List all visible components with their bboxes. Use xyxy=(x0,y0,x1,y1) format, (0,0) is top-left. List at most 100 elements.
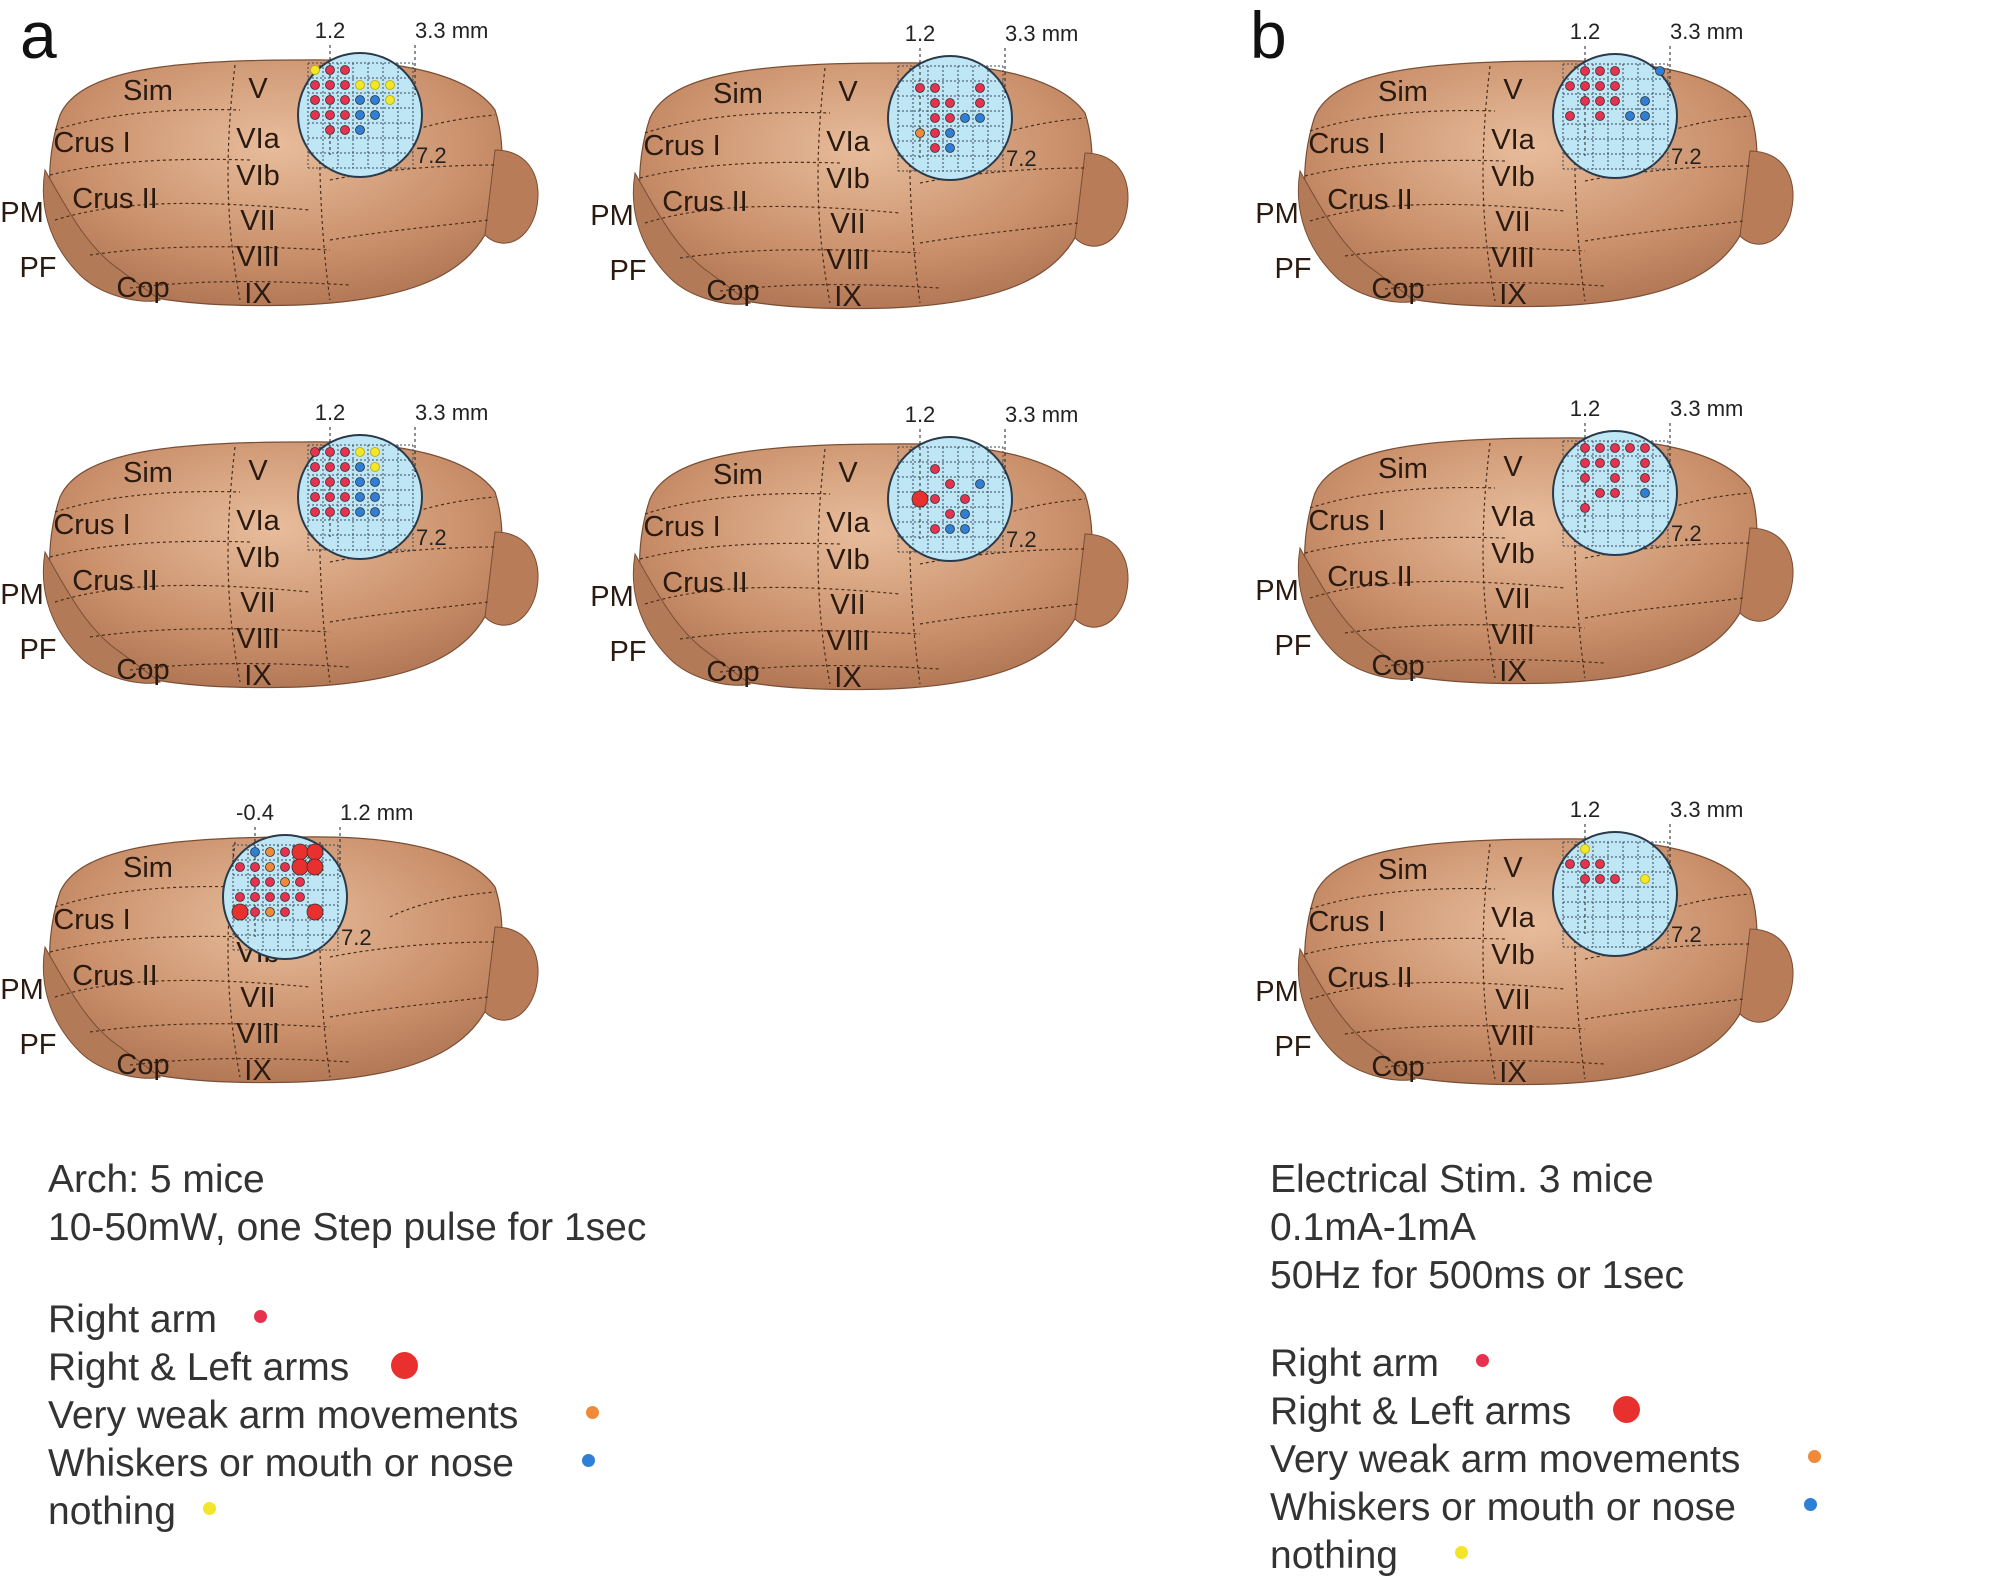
lobule-border xyxy=(389,114,496,141)
region-label-v: V xyxy=(838,457,858,489)
region-label-ix: IX xyxy=(244,278,271,310)
region-label-crus2: Crus II xyxy=(1327,561,1412,593)
legend-label: nothing xyxy=(1270,1533,1398,1577)
stim-dot-right xyxy=(325,462,335,472)
stim-dot-none xyxy=(355,80,365,90)
paraflocculus-shape xyxy=(632,171,752,305)
lobule-border xyxy=(1584,597,1744,619)
legend-b: Right arm Right & Left arms Very weak ar… xyxy=(1270,1340,1821,1580)
conditions-a: Arch: 5 mice 10-50mW, one Step pulse for… xyxy=(48,1156,646,1252)
region-label-sim: Sim xyxy=(1378,453,1428,485)
stim-dot-right xyxy=(250,907,260,917)
stim-dot-right xyxy=(1580,81,1590,91)
stim-dot-none xyxy=(1580,844,1590,854)
region-label-ix: IX xyxy=(1499,279,1526,311)
stim-dot-whisk xyxy=(370,110,380,120)
lobule-border xyxy=(1304,159,1506,177)
region-label-sim: Sim xyxy=(1378,76,1428,108)
tick-label-side: 7.2 xyxy=(1671,521,1702,546)
stim-dot-right xyxy=(1610,473,1620,483)
region-label-crus1: Crus I xyxy=(53,127,130,159)
stim-dot-whisk xyxy=(355,492,365,502)
region-label-vib: VIb xyxy=(1491,538,1535,570)
lobule-border xyxy=(919,222,1079,244)
legend-label: Right arm xyxy=(1270,1341,1440,1385)
tick-label-left: 1.2 xyxy=(1570,396,1601,421)
stim-dot-right xyxy=(1565,111,1575,121)
lobule-border xyxy=(389,496,496,523)
region-label-pf: PF xyxy=(1274,253,1311,285)
stim-dot-right xyxy=(325,65,335,75)
paraflocculus-shape xyxy=(1297,546,1417,680)
stim-dot-right xyxy=(1640,458,1650,468)
region-label-v: V xyxy=(1503,852,1523,884)
stim-dot-right xyxy=(265,877,275,887)
legend-label: nothing xyxy=(48,1489,176,1533)
stim-dot-right xyxy=(325,507,335,517)
region-label-viii: VIII xyxy=(826,244,870,276)
stim-dot-right xyxy=(945,113,955,123)
panel-label-a: a xyxy=(20,0,57,72)
lobule-border xyxy=(54,885,241,908)
stim-dot-right xyxy=(1610,66,1620,76)
lobule-border xyxy=(227,446,241,683)
lobule-border xyxy=(1344,624,1586,634)
legend-label: Very weak arm movements xyxy=(1270,1437,1741,1481)
stim-dot-right xyxy=(280,862,290,872)
stim-dot-right xyxy=(235,862,245,872)
region-label-cop: Cop xyxy=(116,654,169,686)
condition-line: 50Hz for 500ms or 1sec xyxy=(1270,1254,1685,1297)
stim-dot-right xyxy=(340,492,350,502)
stim-dot-weak xyxy=(265,847,275,857)
imaging-window xyxy=(1552,831,1678,957)
stim-dot-whisk xyxy=(355,95,365,105)
region-label-crus1: Crus I xyxy=(53,904,130,936)
stim-dot-whisk xyxy=(370,507,380,517)
stim-dot-whisk xyxy=(945,143,955,153)
region-label-crus1: Crus I xyxy=(1308,906,1385,938)
flocculus-shape xyxy=(1739,150,1794,245)
stim-dot-right xyxy=(295,877,305,887)
lobule-border xyxy=(129,1057,351,1066)
tick-label-left: 1.2 xyxy=(315,400,346,425)
stim-dot-weak xyxy=(265,907,275,917)
region-label-v: V xyxy=(1503,74,1523,106)
stim-dot-right xyxy=(325,125,335,135)
stim-dot-whisk xyxy=(355,125,365,135)
condition-line: 10-50mW, one Step pulse for 1sec xyxy=(48,1206,647,1249)
right-arm-dot xyxy=(254,1310,267,1323)
tick-label-left: 1.2 xyxy=(315,18,346,43)
stim-dot-right xyxy=(930,524,940,534)
stim-dot-whisk xyxy=(1640,111,1650,121)
lobule-border xyxy=(129,280,351,289)
lobule-border xyxy=(1309,203,1566,222)
stim-dot-both xyxy=(306,903,324,921)
lobule-border xyxy=(639,542,841,560)
stim-dot-whisk xyxy=(370,95,380,105)
stim-dot-whisk xyxy=(945,128,955,138)
tick-label-side: 7.2 xyxy=(1006,527,1037,552)
region-label-vii: VII xyxy=(830,589,865,621)
tick-label-left: 1.2 xyxy=(905,21,936,46)
stim-dot-right xyxy=(930,494,940,504)
tick-label-right: 3.3 mm xyxy=(415,400,488,425)
region-label-via: VIa xyxy=(1491,501,1535,533)
region-label-via: VIa xyxy=(236,123,280,155)
stim-dot-right xyxy=(280,907,290,917)
lobule-border xyxy=(1344,1025,1586,1035)
region-label-sim: Sim xyxy=(123,75,173,107)
stim-dot-both xyxy=(306,843,324,861)
stim-dot-whisk xyxy=(355,462,365,472)
region-label-cop: Cop xyxy=(116,1049,169,1081)
stim-dot-right xyxy=(325,447,335,457)
region-label-pf: PF xyxy=(609,636,646,668)
paraflocculus-shape xyxy=(632,552,752,686)
lobule-border xyxy=(1344,247,1586,257)
stim-dot-weak xyxy=(265,862,275,872)
region-label-pm: PM xyxy=(1255,198,1299,230)
lobule-border xyxy=(49,158,251,176)
lobule-border xyxy=(979,117,1086,144)
